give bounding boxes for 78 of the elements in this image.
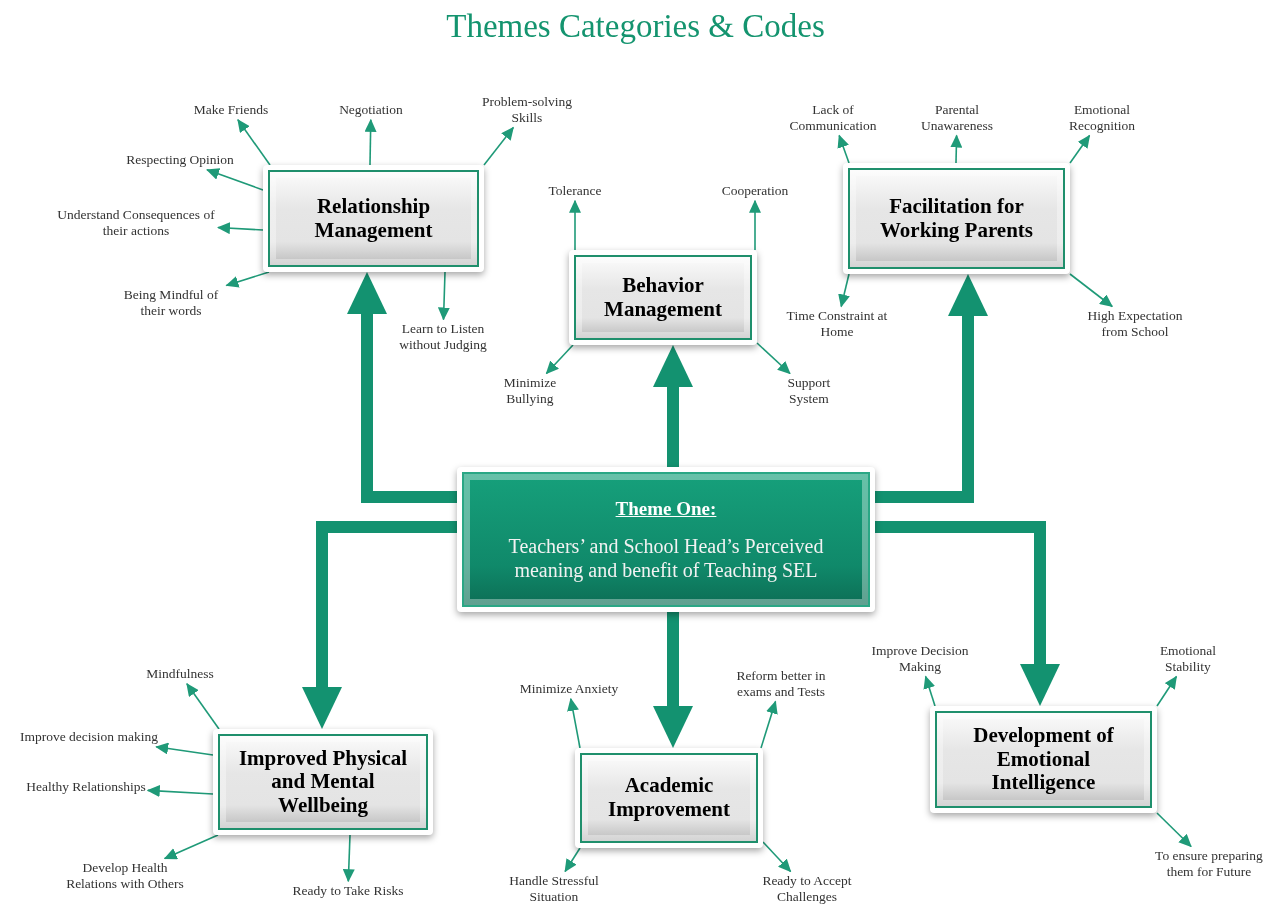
code-label: Tolerance [548, 183, 602, 199]
code-label: Reform better in exams and Tests [725, 668, 837, 700]
thick-arrow [875, 521, 1060, 706]
arrow [206, 168, 264, 191]
code-label: Mindfulness [146, 666, 214, 682]
arrow [163, 834, 219, 860]
code-label: Make Friends [193, 102, 269, 118]
code-label: Cooperation [721, 183, 789, 199]
category-box [843, 163, 1070, 274]
code-label: Healthy Relationships [26, 779, 146, 795]
code-label: Learn to Listen without Judging [387, 321, 499, 353]
code-label: Ready to Accept Challenges [751, 873, 863, 905]
arrow [762, 841, 792, 873]
thick-arrow [875, 274, 988, 503]
category-box [575, 748, 763, 848]
code-label: Develop Health Relations with Others [57, 860, 193, 892]
arrow [364, 118, 377, 166]
diagram-title: Themes Categories & Codes [446, 8, 825, 45]
arrow [1069, 273, 1113, 308]
theme-heading: Theme One: [615, 497, 717, 520]
thick-arrow [653, 345, 693, 467]
arrow [837, 134, 850, 164]
thick-arrow [302, 521, 457, 729]
category-box [263, 165, 484, 272]
category-title: Academic Improvement [606, 774, 732, 822]
arrow [1156, 675, 1178, 707]
code-label: Respecting Opinion [126, 152, 234, 168]
code-label: Improve Decision Making [861, 643, 979, 675]
arrow [1069, 134, 1091, 164]
central-theme-box [457, 467, 875, 612]
arrow [342, 834, 355, 883]
category-title: Improved Physical and Mental Wellbeing [237, 746, 409, 818]
theme-description: Teachers’ and School Head’s Perceived meaning and benefit of Teaching SEL [507, 533, 825, 582]
code-label: Handle Stressful Situation [498, 873, 610, 905]
code-label: Time Constraint at Home [774, 308, 900, 340]
category-title: Behavior Management [603, 274, 723, 321]
category-title: Relationship Management [313, 195, 434, 242]
arrow [155, 742, 214, 756]
arrow [923, 675, 936, 707]
category-box [213, 729, 433, 835]
arrow [237, 119, 271, 166]
arrow [545, 344, 574, 375]
code-label: Parental Unawareness [911, 102, 1003, 134]
code-label: High Expectation from School [1074, 308, 1196, 340]
code-label: Being Mindful of their words [115, 287, 227, 319]
arrow [756, 342, 791, 375]
thick-arrow [653, 612, 693, 748]
code-label: To ensure preparing them for Future [1143, 848, 1271, 880]
category-title: Development of Emotional Intelligence [972, 724, 1115, 795]
thick-arrow [347, 272, 457, 503]
arrow [186, 683, 220, 730]
code-label: Negotiation [339, 102, 403, 118]
code-label: Lack of Communication [783, 102, 883, 134]
arrow [564, 847, 581, 873]
arrow [437, 271, 450, 321]
arrow [1156, 812, 1192, 848]
category-box [569, 250, 757, 345]
arrow [567, 697, 581, 749]
code-label: Minimize Bullying [494, 375, 566, 407]
arrow [950, 134, 963, 164]
code-label: Emotional Recognition [1056, 102, 1148, 134]
category-title: Facilitation for Working Parents [878, 195, 1034, 242]
arrow [217, 222, 264, 235]
arrow [483, 126, 515, 166]
code-label: Understand Consequences of their actions [56, 207, 216, 239]
code-label: Emotional Stability [1147, 643, 1229, 675]
code-label: Improve decision making [20, 729, 158, 745]
code-label: Minimize Anxiety [519, 681, 619, 697]
arrow [749, 199, 761, 251]
arrow [838, 273, 850, 308]
arrow [146, 785, 214, 798]
code-label: Support System [778, 375, 840, 407]
arrow [225, 271, 270, 288]
code-label: Ready to Take Risks [292, 883, 404, 899]
category-box [930, 706, 1157, 813]
arrow [569, 199, 581, 251]
code-label: Problem-solving Skills [481, 94, 573, 126]
arrow [760, 700, 778, 749]
